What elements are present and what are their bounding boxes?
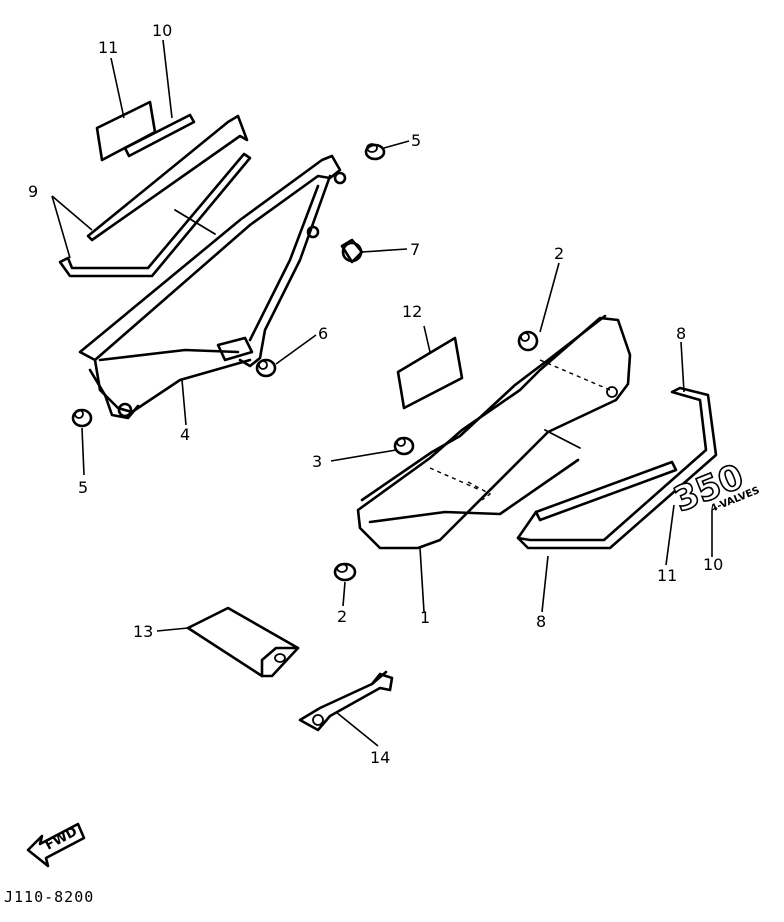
side-cover: [356, 314, 632, 550]
grommet-2-lower: [333, 562, 357, 582]
callout-8-lower: 8: [536, 612, 546, 631]
holder-strap: [298, 670, 394, 732]
emblem-strip-upper: [123, 113, 196, 158]
damper-6: [255, 358, 277, 378]
forward-arrow: FWD: [26, 822, 86, 868]
grommet-3: [393, 436, 415, 456]
grommet-5-upper: [364, 143, 386, 161]
callout-2-lower: 2: [337, 607, 347, 626]
callout-14: 14: [370, 748, 390, 767]
side-stripe-lower: [516, 386, 718, 550]
callout-10-lower: 10: [703, 555, 723, 574]
callout-5-upper: 5: [411, 131, 421, 150]
leader-lines: [51, 39, 713, 747]
callout-1: 1: [420, 608, 430, 627]
grommet-5-lower: [71, 408, 93, 428]
callout-6: 6: [318, 324, 328, 343]
side-stripe-upper: [58, 114, 252, 278]
drawing-code: J110-8200: [4, 888, 94, 906]
callout-11-upper: 11: [98, 38, 118, 57]
emblem-number: 350: [668, 457, 749, 521]
caution-sticker: [396, 336, 464, 410]
damper-7: [340, 238, 364, 264]
callout-8-upper: 8: [676, 324, 686, 343]
grommet-2-upper: [517, 330, 539, 352]
callout-5-lower: 5: [78, 478, 88, 497]
callout-11-lower: 11: [657, 566, 677, 585]
callout-7: 7: [410, 240, 420, 259]
tool-pouch: [186, 606, 300, 678]
side-cover-bracket: [78, 154, 347, 420]
callout-10-upper: 10: [152, 21, 172, 40]
callout-12: 12: [402, 302, 422, 321]
callout-9: 9: [28, 182, 38, 201]
callout-labels: 11 10 9 5 7 6 4 5 12 2 3 8 2 1 8 11 10 1…: [28, 21, 723, 767]
callout-2-upper: 2: [554, 244, 564, 263]
emblem-350: 350 4-VALVES: [668, 456, 762, 521]
callout-3: 3: [312, 452, 322, 471]
callout-13: 13: [133, 622, 153, 641]
callout-4: 4: [180, 425, 190, 444]
